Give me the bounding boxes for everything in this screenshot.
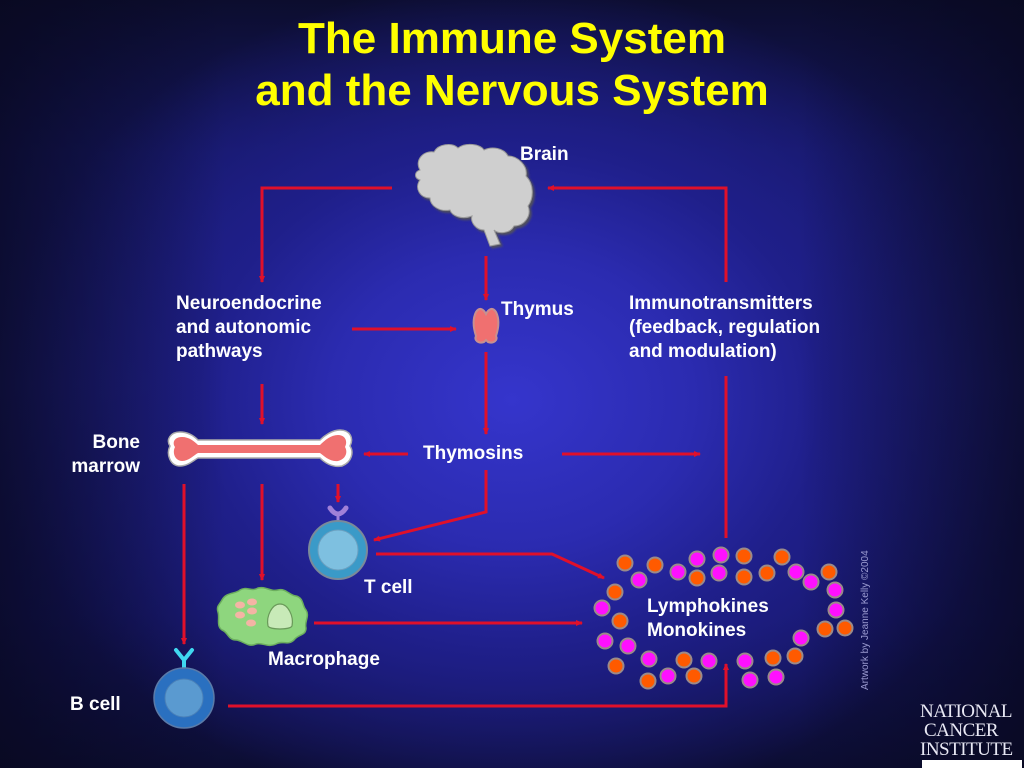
lymphokine-dot: [675, 651, 693, 669]
immunotransmitters-line-2: (feedback, regulation: [629, 317, 821, 338]
lymphokine-dot: [735, 547, 753, 565]
immunotransmitters-label: Immunotransmitters (feedback, regulation…: [629, 292, 820, 364]
lymphokine-dot: [786, 647, 804, 665]
monokine-dot: [741, 671, 759, 689]
monokine-dot: [712, 546, 730, 564]
artwork-credit: Artwork by Jeanne Kelly ©2004: [860, 550, 871, 690]
macrophage-label: Macrophage: [268, 649, 380, 670]
lymphokine-dot: [616, 554, 634, 572]
monokine-dot: [802, 573, 820, 591]
macrophage-icon: [216, 586, 309, 647]
neuroendocrine-line-2: and autonomic: [176, 317, 312, 338]
arrow-b-cell-to-cytokines: [228, 663, 729, 708]
b-cell-icon: [153, 648, 215, 729]
thymosins-label: Thymosins: [423, 443, 524, 464]
lymphokine-dot: [611, 612, 629, 630]
lymphokine-dot: [646, 556, 664, 574]
lymphokine-dot: [688, 569, 706, 587]
immunotransmitters-line-1: Immunotransmitters: [629, 293, 813, 314]
monokine-dot: [826, 581, 844, 599]
bone-icon: [167, 429, 353, 468]
monokine-dot: [792, 629, 810, 647]
monokine-dot: [827, 601, 845, 619]
monokine-dot: [710, 564, 728, 582]
bone-marrow-label: Bone marrow: [40, 431, 140, 479]
monokines-label: Monokines: [647, 620, 747, 641]
neuroendocrine-line-3: pathways: [176, 341, 263, 362]
brain-label: Brain: [520, 144, 569, 165]
arrow-brain-to-neuroendocrine: [259, 186, 392, 283]
monokine-dot: [669, 563, 687, 581]
monokine-dot: [688, 550, 706, 568]
neuroendocrine-line-1: Neuroendocrine: [176, 293, 322, 314]
lymphokine-dot: [773, 548, 791, 566]
arrow-t-cell-to-cytokines: [376, 552, 605, 580]
monokine-dot: [787, 563, 805, 581]
monokine-dot: [630, 571, 648, 589]
lymphokine-dot: [758, 564, 776, 582]
monokine-dot: [596, 632, 614, 650]
cytokines-label: Lymphokines Monokines: [647, 595, 769, 643]
immunotransmitters-line-3: and modulation): [629, 341, 777, 362]
monokine-dot: [700, 652, 718, 670]
brain-icon: [415, 143, 533, 247]
lymphokine-dot: [764, 649, 782, 667]
cytokine-cluster-icon: [593, 546, 854, 690]
lymphokine-dot: [606, 583, 624, 601]
lymphokine-dot: [607, 657, 625, 675]
monokine-dot: [659, 667, 677, 685]
lymphokine-dot: [816, 620, 834, 638]
slide-title-line-1: The Immune System: [298, 14, 726, 63]
nci-logo-bar: [922, 760, 1022, 768]
bone-marrow-line-2: marrow: [71, 456, 140, 477]
bone-marrow-line-1: Bone: [92, 432, 141, 453]
thymus-icon: [472, 307, 500, 344]
arrow-immunotransmitters-to-brain: [547, 185, 728, 282]
neuroendocrine-label: Neuroendocrine and autonomic pathways: [176, 292, 322, 364]
arrow-thymosins-to-t-cell: [373, 470, 488, 542]
nci-logo: NATIONAL CANCER INSTITUTE: [920, 702, 1024, 759]
t-cell-icon: [308, 505, 368, 580]
t-cell-label: T cell: [364, 577, 413, 598]
b-cell-label: B cell: [70, 694, 121, 715]
nci-logo-line-2: CANCER: [924, 720, 999, 741]
nci-logo-line-3: INSTITUTE: [920, 739, 1013, 760]
lymphokine-dot: [639, 672, 657, 690]
monokine-dot: [736, 652, 754, 670]
thymus-label: Thymus: [501, 299, 574, 320]
arrows: [181, 185, 729, 708]
lymphokine-dot: [735, 568, 753, 586]
slide-title-line-2: and the Nervous System: [255, 66, 769, 115]
lymphokine-dot: [820, 563, 838, 581]
monokine-dot: [767, 668, 785, 686]
monokine-dot: [593, 599, 611, 617]
monokine-dot: [640, 650, 658, 668]
nci-logo-line-1: NATIONAL: [920, 701, 1013, 722]
lymphokine-dot: [685, 667, 703, 685]
monokine-dot: [619, 637, 637, 655]
lymphokine-dot: [836, 619, 854, 637]
lymphokines-label: Lymphokines: [647, 596, 769, 617]
